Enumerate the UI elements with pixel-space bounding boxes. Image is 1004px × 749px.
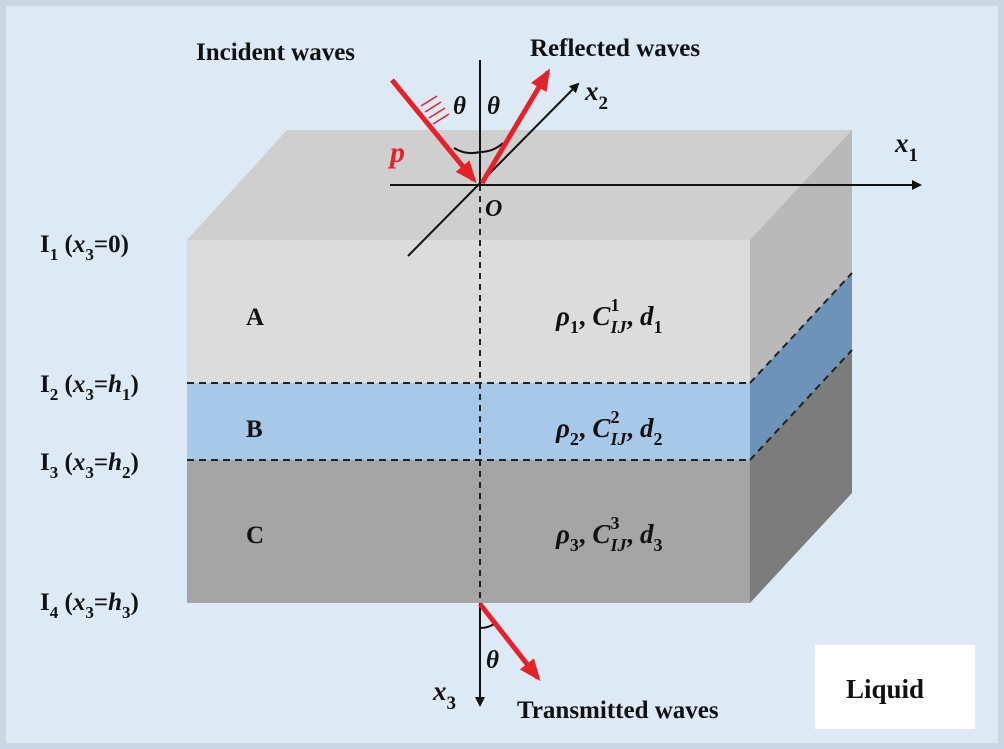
interface-label-2: I2 (x3=h1) (40, 371, 139, 404)
interface-label-1: I1 (x3=0) (40, 231, 129, 264)
interface-3-side-line (749, 349, 853, 461)
layer-a-front (187, 240, 750, 383)
polarization-label: p (387, 136, 405, 169)
interface-label-4: I4 (x3=h3) (40, 589, 139, 622)
liquid-label: Liquid (846, 674, 924, 704)
reflected-waves-label: Reflected waves (530, 35, 700, 62)
incident-waves-label: Incident waves (196, 39, 355, 66)
interface-lines (187, 272, 853, 461)
layer-name-c: C (246, 522, 264, 549)
x2-axis-label: x2 (584, 76, 608, 114)
incident-angle-arc (453, 147, 481, 155)
x1-axis-label: x1 (894, 128, 918, 166)
incident-angle-label: θ (453, 93, 466, 120)
interface-labels: I1 (x3=0) I2 (x3=h1) I3 (x3=h2) I4 (x3=h3) (40, 231, 139, 622)
x2-axis-arrow (407, 82, 580, 257)
reflected-wave-arrow (479, 68, 551, 185)
reflected-angle-arc (479, 142, 504, 153)
interface-label-3: I3 (x3=h2) (40, 449, 139, 482)
interface-2-side-line (749, 272, 853, 384)
layer-name-b: B (246, 416, 263, 443)
layer-name-a: A (246, 304, 264, 331)
incident-wave-arrow (390, 78, 477, 184)
transmitted-waves-label: Transmitted waves (517, 697, 719, 724)
layer-c-front (187, 460, 750, 603)
transmitted-wave-arrow (478, 602, 541, 682)
layer-c-side (750, 350, 852, 603)
layer-b-side (750, 273, 852, 460)
reflected-angle-label: θ (487, 93, 500, 120)
wavefront-hatch (420, 95, 450, 125)
layer-a-side (750, 130, 852, 383)
origin-label: O (485, 196, 502, 222)
layer-b-front (187, 383, 750, 460)
liquid-box (815, 645, 975, 729)
transmitted-angle-label: θ (486, 647, 499, 674)
x3-axis-label: x3 (432, 676, 456, 714)
